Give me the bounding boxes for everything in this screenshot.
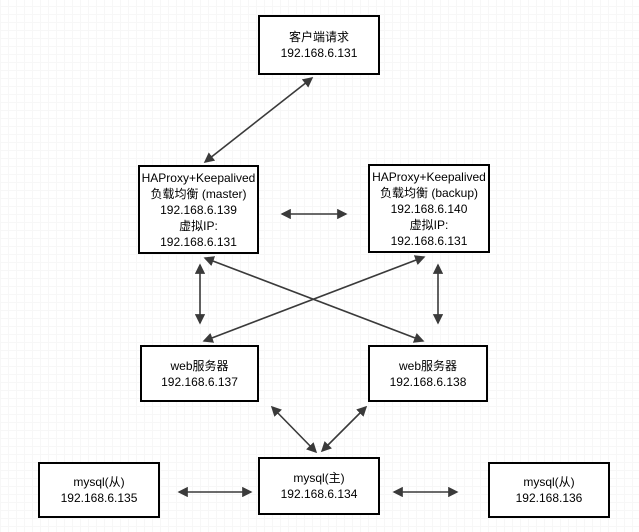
- node-ip: 192.168.6.131: [280, 46, 358, 60]
- node-mysql-slave-1[interactable]: mysql(从) 192.168.6.135: [38, 462, 160, 518]
- node-web-server-2[interactable]: web服务器 192.168.6.138: [368, 345, 488, 402]
- node-lb-backup[interactable]: HAProxy+Keepalived 负载均衡 (backup) 192.168…: [368, 164, 490, 253]
- node-label: 虚拟IP:: [179, 218, 218, 233]
- node-label: web服务器: [170, 358, 229, 373]
- node-ip: 192.168.6.134: [280, 487, 358, 501]
- node-client-request[interactable]: 客户端请求 192.168.6.131: [258, 15, 380, 75]
- node-label: mysql(从): [73, 475, 125, 489]
- node-mysql-master[interactable]: mysql(主) 192.168.6.134: [258, 457, 380, 515]
- edge-lb_backup-web1[interactable]: [202, 255, 426, 343]
- node-label: 客户端请求: [288, 30, 349, 44]
- node-ip: 192.168.6.137: [161, 374, 238, 389]
- node-label: 虚拟IP:: [409, 217, 449, 232]
- node-ip: 192.168.6.138: [389, 374, 467, 389]
- node-web-server-1[interactable]: web服务器 192.168.6.137: [140, 345, 259, 402]
- node-label: HAProxy+Keepalived: [372, 169, 486, 184]
- node-ip: 192.168.6.131: [390, 233, 468, 248]
- node-label: 负载均衡 (master): [150, 186, 247, 201]
- node-mysql-slave-2[interactable]: mysql(从) 192.168.136: [488, 462, 610, 518]
- node-label: web服务器: [398, 358, 457, 373]
- edge-web1-mysql_main[interactable]: [270, 405, 318, 454]
- node-label: mysql(从): [523, 475, 575, 489]
- node-lb-master[interactable]: HAProxy+Keepalived 负载均衡 (master) 192.168…: [138, 165, 259, 254]
- node-label: 负载均衡 (backup): [379, 185, 479, 200]
- node-ip: 192.168.6.140: [390, 201, 468, 216]
- edge-client-lb_master[interactable]: [203, 77, 314, 163]
- edge-web2-mysql_main[interactable]: [320, 405, 368, 453]
- node-ip: 192.168.6.139: [160, 202, 237, 217]
- node-label: mysql(主): [293, 471, 345, 485]
- node-label: HAProxy+Keepalived: [141, 170, 256, 185]
- node-ip: 192.168.136: [515, 491, 583, 505]
- node-ip: 192.168.6.135: [60, 491, 138, 505]
- node-ip: 192.168.6.131: [160, 234, 237, 249]
